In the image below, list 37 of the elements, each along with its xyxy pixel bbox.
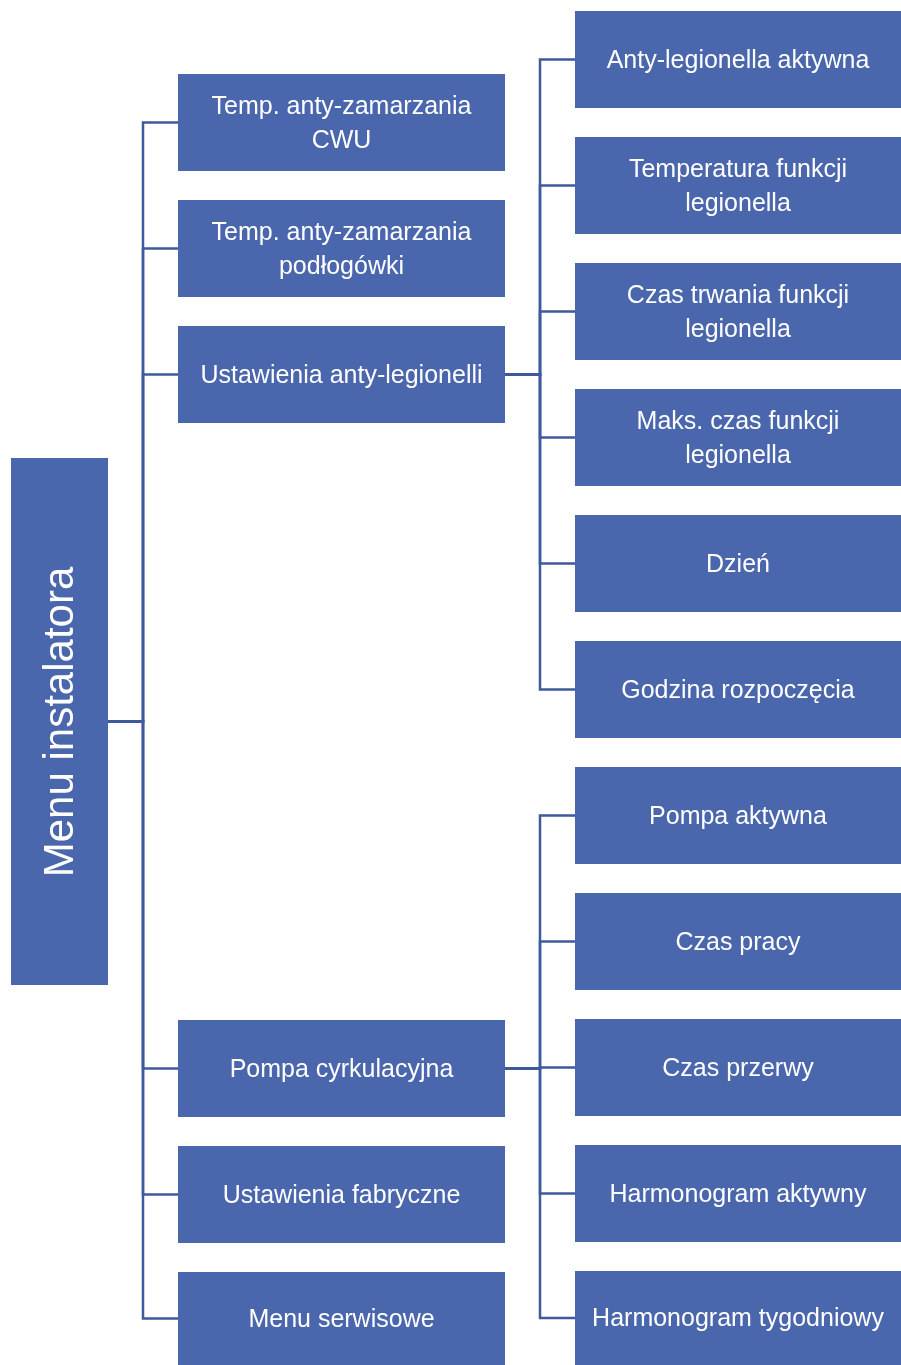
menu-box (575, 1271, 901, 1365)
menu-box (178, 74, 505, 171)
menu-label: Temperatura funkcji legionella (627, 152, 849, 218)
menu-box (178, 326, 505, 423)
menu-label: Ustawienia anty-legionelli (200, 358, 483, 390)
menu-label: Ustawienia fabryczne (222, 1178, 461, 1210)
menu-label: Temp. anty-zamarzania podłogówki (210, 215, 473, 281)
menu-label: Dzień (706, 547, 770, 579)
menu-box (575, 767, 901, 864)
menu-box (575, 389, 901, 486)
menu-label: Czas trwania funkcji legionella (625, 278, 851, 344)
menu-label: Temp. anty-zamarzania CWU (210, 89, 473, 155)
menu-label: Godzina rozpoczęcia (621, 673, 855, 705)
menu-label: Pompa aktywna (649, 799, 827, 831)
menu-label: Czas przerwy (662, 1051, 814, 1083)
menu-box (178, 1272, 505, 1365)
menu-box (178, 1146, 505, 1243)
menu-box (575, 11, 901, 108)
menu-label: Menu instalatora (35, 566, 84, 877)
menu-label: Maks. czas funkcji legionella (635, 404, 841, 470)
menu-label: Harmonogram tygodniowy (592, 1302, 884, 1334)
menu-box (575, 263, 901, 360)
menu-box (178, 1020, 505, 1117)
menu-box (178, 200, 505, 297)
menu-box (575, 515, 901, 612)
menu-label: Czas pracy (675, 925, 801, 957)
menu-box (575, 641, 901, 738)
menu-box (575, 137, 901, 234)
menu-label: Harmonogram aktywny (609, 1177, 867, 1209)
menu-label: Menu serwisowe (248, 1302, 435, 1334)
menu-box (575, 1019, 901, 1116)
connector-line (505, 1067, 575, 1320)
menu-label: Pompa cyrkulacyjna (229, 1052, 454, 1084)
menu-box (11, 458, 108, 985)
menu-label: Anty-legionella aktywna (606, 43, 870, 75)
menu-box (575, 1145, 901, 1242)
menu-box (575, 893, 901, 990)
